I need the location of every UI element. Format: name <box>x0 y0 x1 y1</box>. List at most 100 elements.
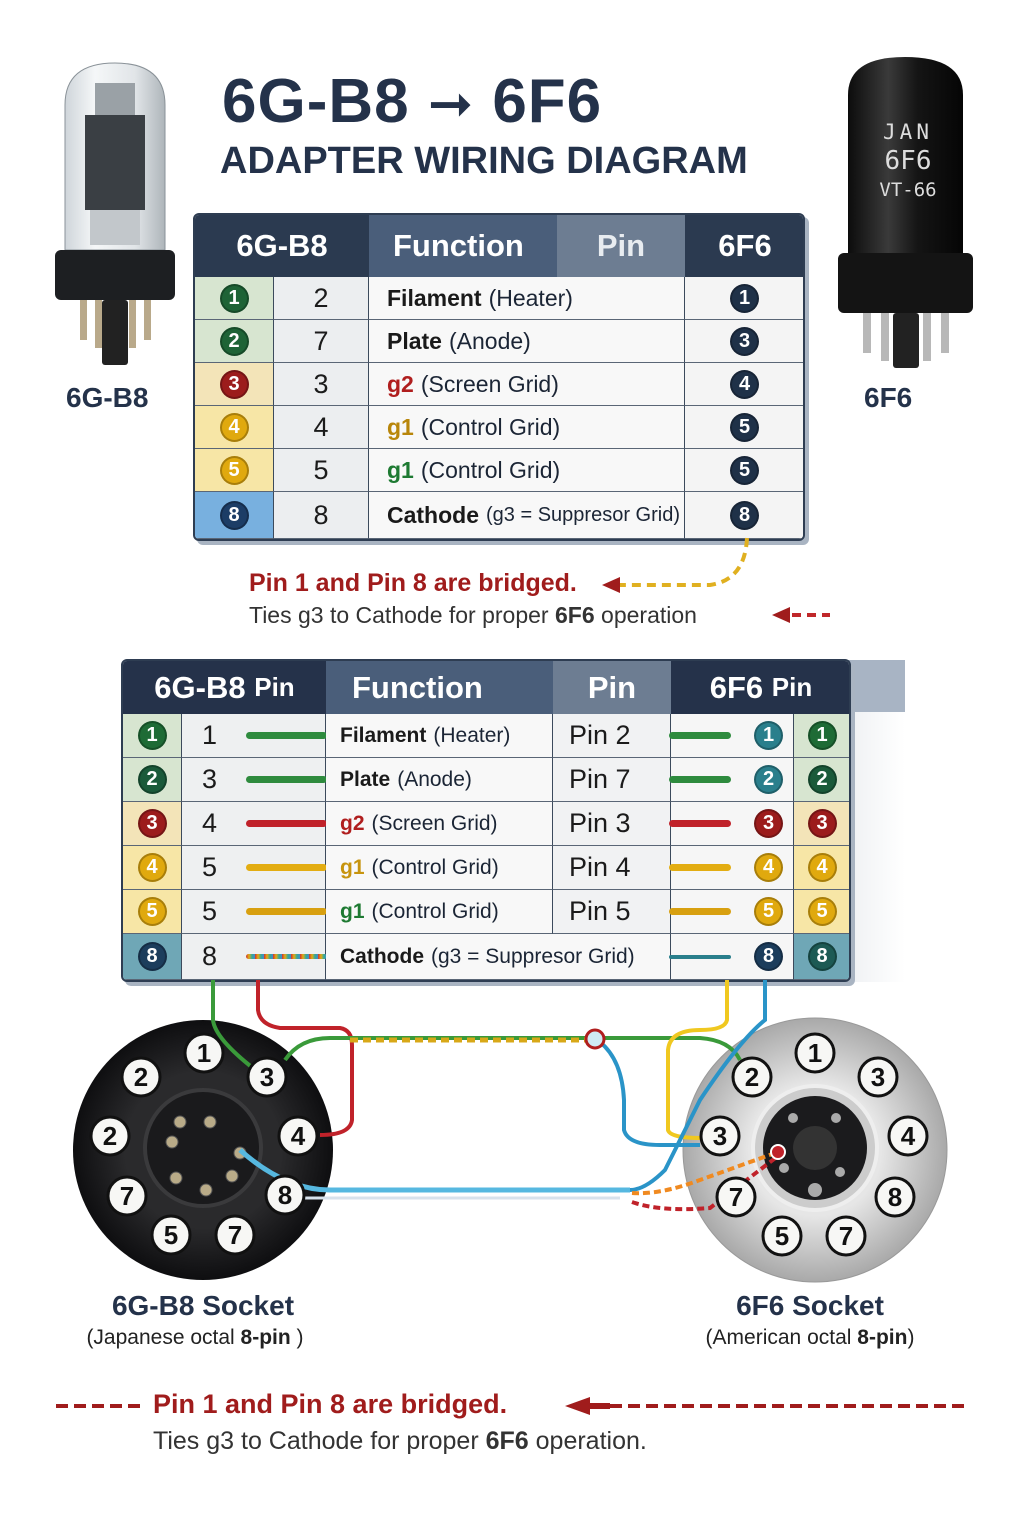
socket-pin <box>699 1115 741 1157</box>
6f6-pin-end-badge: 3 <box>807 809 837 838</box>
pin-badge-cell: 4 <box>195 406 274 449</box>
function-key: Cathode <box>387 501 479 528</box>
6g-b8-pin-number: 3 <box>274 363 369 406</box>
6f6-pin-end-badge: 1 <box>807 721 837 750</box>
6f6-wire-cell: 3 <box>669 802 794 846</box>
6f6-pin-label: Pin 5 <box>553 890 671 934</box>
desc-text: (Japanese octal <box>86 1326 241 1349</box>
socket-pin-number: 5 <box>775 1221 789 1251</box>
function-cell: g1(Control Grid) <box>326 890 553 934</box>
socket-pin-number: 2 <box>134 1062 148 1092</box>
page-title: 6G-B8 ➞ 6F6 <box>222 66 602 137</box>
6f6-pin-end-cell: 2 <box>794 758 849 802</box>
pin-badge-cell: 8 <box>123 934 182 980</box>
6f6-pin-badge: 5 <box>730 455 759 485</box>
pin-badge: 3 <box>219 369 249 399</box>
tube-print-line: 6F6 <box>884 146 932 176</box>
6f6-wire-cell: 8 <box>669 934 794 980</box>
6g-b8-pin-number: 4 <box>202 808 218 838</box>
6f6-wire-cell: 5 <box>669 890 794 934</box>
6g-b8-pin-cell: 5 <box>182 890 327 934</box>
pin-badge: 3 <box>137 809 167 838</box>
header-text: 6G-B8 <box>154 669 246 705</box>
function-cell: Plate(Anode) <box>326 758 553 802</box>
note-bold: 6F6 <box>555 602 595 628</box>
wire <box>246 776 327 783</box>
function-cell: g2(Screen Grid) <box>369 363 685 406</box>
6g-b8-socket-label: 6G-B8 Socket <box>111 1290 295 1321</box>
bottom-note-title: Pin 1 and Pin 8 are bridged. <box>153 1389 508 1419</box>
6f6-pin-badge: 3 <box>730 326 759 356</box>
6f6-pin-end-cell: 8 <box>794 934 849 980</box>
socket-pin-number: 8 <box>278 1180 292 1210</box>
socket-pin-number: 7 <box>228 1220 242 1250</box>
6f6-wire-cell: 2 <box>669 758 794 802</box>
table-fade <box>845 660 905 982</box>
pin-badge-cell: 4 <box>123 846 182 890</box>
pin-badge: 5 <box>219 455 249 485</box>
wire <box>669 732 731 739</box>
6g-b8-pin-number: 8 <box>202 941 218 971</box>
pin-badge: 5 <box>137 897 167 926</box>
page-subtitle: ADAPTER WIRING DIAGRAM <box>220 140 748 182</box>
6g-b8-pin-number: 5 <box>274 449 369 492</box>
6f6-pin-end-badge: 5 <box>807 897 837 926</box>
wire <box>669 864 731 871</box>
socket-pin <box>761 1215 803 1257</box>
6g-b8-tube-label: 6G-B8 <box>66 382 149 413</box>
6f6-pin-badge: 1 <box>730 283 759 313</box>
socket-pin-number: 3 <box>713 1121 727 1151</box>
pin-badge: 2 <box>219 326 249 356</box>
6f6-pin-cell: 5 <box>685 406 803 449</box>
note-text: operation <box>594 602 697 628</box>
wire <box>246 820 327 827</box>
tube-print-line: JAN <box>883 120 933 144</box>
function-cell: g1(Control Grid) <box>326 846 553 890</box>
6f6-pin-end-cell: 1 <box>794 714 849 758</box>
function-desc: (Anode) <box>397 767 472 791</box>
header-text: 6F6 <box>709 669 764 705</box>
function-desc: (Heater) <box>433 723 511 747</box>
title-from: 6G-B8 <box>222 67 410 136</box>
6f6-socket-desc: (American octal 8-pin) <box>655 1326 965 1350</box>
6f6-pin-badge: 5 <box>730 412 759 442</box>
bridge-junction <box>584 1028 606 1050</box>
header-6g-b8-pin: 6G-B8 Pin <box>123 661 326 714</box>
header-pin: Pin <box>553 661 671 714</box>
socket-pin <box>106 1175 148 1217</box>
6f6-pin-end-badge: 2 <box>807 765 837 794</box>
tube-print-line: VT-66 <box>879 179 937 201</box>
6f6-pin-badge: 5 <box>754 897 783 926</box>
arrow-right-icon: ➞ <box>427 74 475 134</box>
6f6-pin-label: Pin 7 <box>553 758 671 802</box>
6g-b8-pin-number: 8 <box>274 492 369 539</box>
6g-b8-pin-cell: 8 <box>182 934 327 980</box>
function-cell: Plate(Anode) <box>369 320 685 363</box>
pin-badge: 1 <box>219 283 249 313</box>
6g-b8-pin-number: 3 <box>202 764 218 794</box>
pin-badge: 8 <box>137 942 167 971</box>
desc-bold: 8-pin <box>857 1326 908 1349</box>
function-desc: (Control Grid) <box>371 855 499 879</box>
socket-pin-number: 4 <box>291 1121 306 1151</box>
pin-badge-cell: 3 <box>195 363 274 406</box>
function-key: g2 <box>340 811 365 835</box>
header-function: Function <box>369 215 557 277</box>
socket-pin-number: 7 <box>729 1182 743 1212</box>
note-bold: 6F6 <box>485 1427 529 1455</box>
socket-pin-number: 3 <box>260 1062 274 1092</box>
wire <box>246 732 327 739</box>
function-desc: (Heater) <box>488 284 573 311</box>
function-desc: (Screen Grid) <box>371 811 498 835</box>
6g-b8-pin-cell: 1 <box>182 714 327 758</box>
title-to: 6F6 <box>492 67 603 136</box>
pin-badge: 4 <box>137 853 167 882</box>
function-cell: Cathode(g3 = Suppresor Grid) <box>369 492 685 539</box>
6g-b8-pin-cell: 4 <box>182 802 327 846</box>
socket-pin <box>264 1174 306 1216</box>
6f6-pin-cell: 1 <box>685 277 803 320</box>
6f6-pin-badge: 1 <box>754 721 783 750</box>
6g-b8-pin-number: 5 <box>202 852 218 882</box>
wire <box>246 954 327 959</box>
